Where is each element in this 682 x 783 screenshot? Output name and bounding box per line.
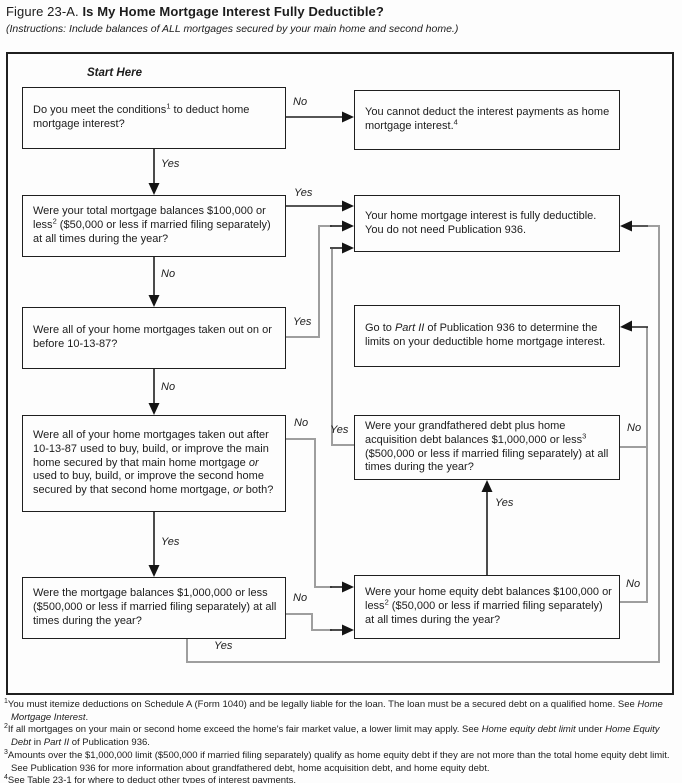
edge-label-total-no: No (161, 268, 176, 280)
arrowheads (148, 111, 632, 636)
box-text: ($50,000 or less if married filing separ… (33, 219, 271, 245)
box-text: Were all of your home mortgages taken ou… (33, 428, 269, 469)
footnote-text: in (31, 737, 44, 749)
box-text: ($500,000 or less if married filing sepa… (365, 447, 609, 474)
box-text: ($50,000 or less if married filing separ… (365, 600, 603, 626)
edge-label-conditions-yes: Yes (161, 158, 180, 170)
footnote-number: 3 (4, 748, 8, 756)
box-text: Were your home equity debt balances $100… (365, 586, 612, 613)
footnote-1: 1You must itemize deductions on Schedule… (4, 697, 680, 724)
box-q-conditions: Do you meet the conditions1 to deduct ho… (22, 87, 286, 149)
edge-label-home-equity-yes: Yes (495, 497, 514, 509)
box-text: Were all of your home mortgages taken ou… (33, 324, 272, 350)
edge-label-home-equity-no: No (626, 578, 641, 590)
box-q-before-1987: Were all of your home mortgages taken ou… (22, 307, 286, 369)
edge-label-million-no: No (293, 592, 308, 604)
box-text: Were the mortgage balances $1,000,000 or… (33, 587, 277, 627)
box-text: to deduct home mortgage interest? (33, 104, 250, 130)
box-q-grandfathered: Were your grandfathered debt plus home a… (354, 415, 620, 480)
footnote-text: See Table 23-1 for where to deduct other… (7, 775, 297, 783)
footnote-ref-3: 3 (582, 431, 587, 441)
box-text-italic: or (232, 484, 243, 497)
page-title: Figure 23-A. Is My Home Mortgage Interes… (6, 4, 384, 19)
footnote-text: Amounts over the $1,000,000 limit ($500,… (7, 749, 670, 774)
footnote-text-italic: Home Equity Debt (11, 724, 660, 749)
footnote-text-italic: Part II (43, 737, 70, 749)
edge-label-total-yes: Yes (294, 187, 313, 199)
edge-label-before87-no: No (161, 381, 176, 393)
box-text: Were your total mortgage balances $100,0… (33, 205, 266, 232)
box-q-home-equity: Were your home equity debt balances $100… (354, 575, 620, 639)
edge-label-grandfathered-no: No (627, 422, 642, 434)
footnote-text-italic: Home Mortgage Interest (11, 699, 663, 723)
footnote-2: 2If all mortgages on your main or second… (4, 723, 680, 749)
box-text: both? (242, 484, 274, 497)
box-text-italic: or (248, 456, 259, 469)
box-text: Were your grandfathered debt plus home a… (365, 420, 583, 446)
footnote-text: under (575, 724, 606, 736)
box-text-italic: Part II (394, 322, 425, 335)
flowchart-frame: Start Here Do you meet the conditions1 t… (6, 52, 674, 695)
footnote-3: 3Amounts over the $1,000,000 limit ($500… (4, 748, 680, 775)
box-text: You cannot deduct the interest payments … (365, 106, 610, 132)
box-q-total-balances: Were your total mortgage balances $100,0… (22, 195, 286, 257)
footnote-text-italic: Home equity debt limit (481, 724, 576, 736)
start-here-label: Start Here (87, 67, 142, 79)
footnote-text: of Publication 936. (69, 737, 150, 749)
edge-label-conditions-no: No (293, 96, 308, 108)
footnote-ref-2b: 2 (384, 597, 389, 607)
box-text: Do you meet the conditions (33, 104, 167, 117)
edge-label-after87-yes: Yes (161, 536, 180, 548)
direct-lines (153, 116, 648, 631)
footnote-number: 2 (4, 723, 8, 731)
edge-label-million-yes: Yes (214, 640, 233, 652)
figure-label: Figure 23-A. (6, 4, 79, 19)
edge-label-after87-no: No (294, 417, 309, 429)
footnote-ref-1: 1 (166, 101, 171, 111)
footnote-text: You must itemize deductions on Schedule … (7, 699, 638, 710)
edge-label-grandfathered-yes: Yes (330, 424, 349, 436)
figure-title: Is My Home Mortgage Interest Fully Deduc… (82, 4, 384, 19)
box-text: used to buy, build, or improve the secon… (33, 470, 264, 497)
box-fully-deductible: Your home mortgage interest is fully ded… (354, 195, 620, 252)
footnote-text: . (85, 711, 89, 723)
connector-lines (148, 111, 660, 663)
footnote-ref-2: 2 (52, 216, 57, 226)
edge-label-before87-yes: Yes (293, 316, 312, 328)
instructions-subtitle: (Instructions: Include balances of ALL m… (6, 23, 459, 35)
footnote-text: If all mortgages on your main or second … (7, 724, 482, 736)
box-text: Go to (365, 322, 395, 335)
footnotes: 1You must itemize deductions on Schedule… (4, 697, 680, 783)
footnote-4: 4See Table 23-1 for where to deduct othe… (4, 774, 680, 783)
box-go-to-part2: Go to Part II of Publication 936 to dete… (354, 305, 620, 367)
footnote-number: 1 (4, 697, 8, 705)
footnote-ref-4: 4 (453, 117, 458, 127)
footnote-number: 4 (4, 774, 8, 782)
box-text: Your home mortgage interest is fully ded… (365, 209, 597, 236)
box-cannot-deduct: You cannot deduct the interest payments … (354, 90, 620, 150)
box-text: of Publication 936 to determine the limi… (365, 322, 606, 348)
box-q-after-1987: Were all of your home mortgages taken ou… (22, 415, 286, 512)
box-q-million: Were the mortgage balances $1,000,000 or… (22, 577, 286, 639)
routing-lines (186, 225, 660, 663)
